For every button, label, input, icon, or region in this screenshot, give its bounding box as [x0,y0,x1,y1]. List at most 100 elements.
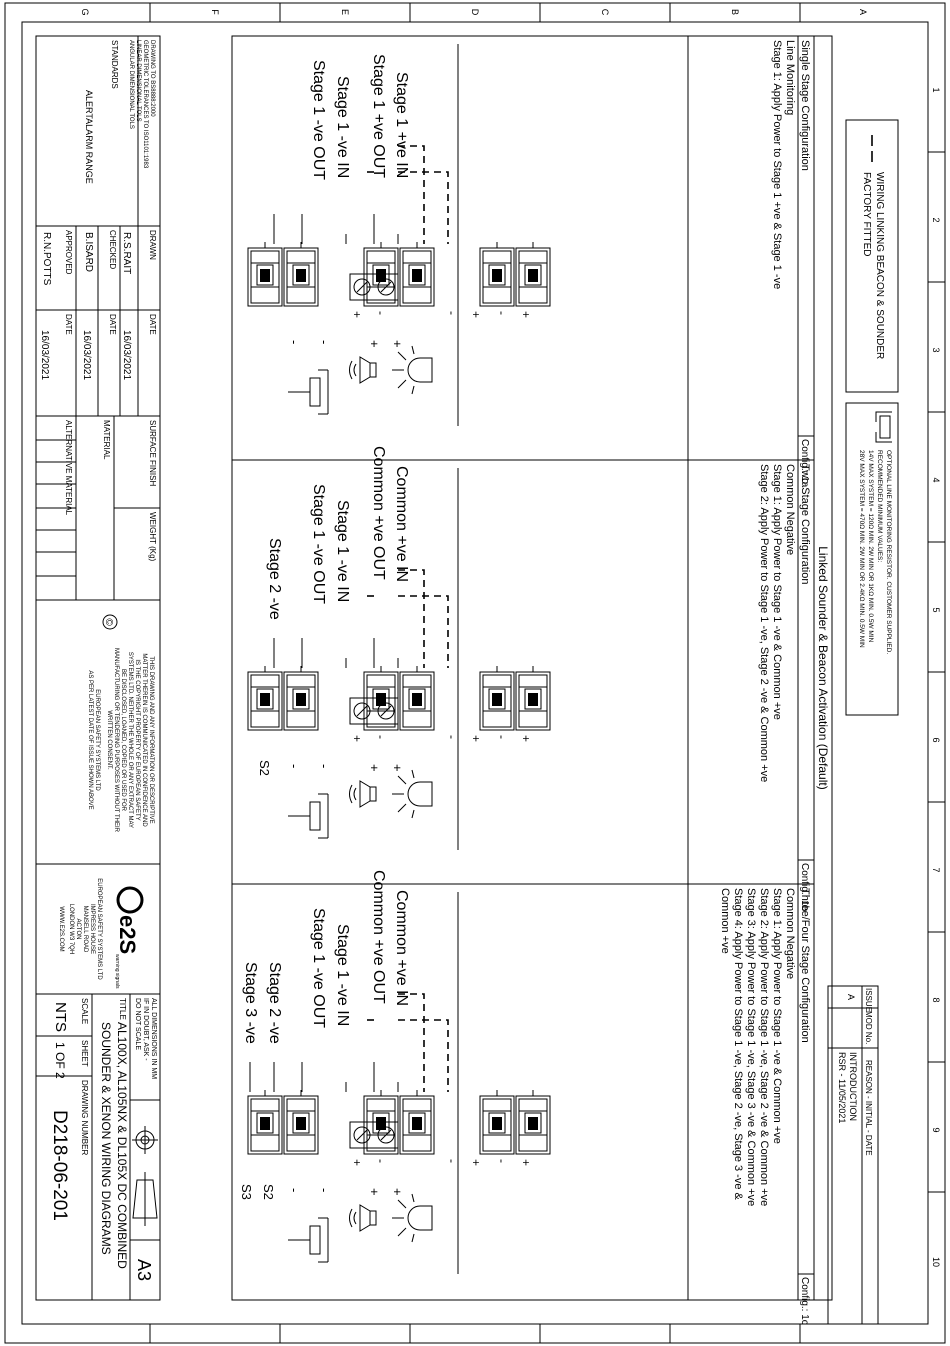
resistor-note-1: OPTIONAL LINE MONITORING RESISTOR. CUSTO… [885,450,892,654]
standards-note-2: GEOMETRIC TOLERANCES TO ISO1101:1983 [142,40,148,169]
p3-label-1: Common +ve IN [393,890,410,1006]
copyright-3: IS THE COPYRIGHT PROPERTY OF EUROPEAN SA… [134,659,140,820]
p3-label-5: Stage 2 -ve [266,962,283,1044]
approved-label: APPROVED [64,230,73,275]
panel-headers: Single Stage Configuration Config.: 1a T… [687,36,814,1325]
material-ticks [36,439,76,577]
column-zone-marks: 1 2 3 4 5 6 7 8 9 10 [928,87,945,1267]
p2-sign-3: - [317,764,332,768]
panel-1-diagram: - + + - + - + + - - Stage 1 +ve IN Stage… [248,44,550,426]
copyright-symbol: © [103,618,114,626]
resistor-icon [287,369,329,415]
p3-label-2: Common +ve OUT [370,870,387,1004]
zone-col-1: 1 [931,87,941,92]
copyright-9: AS PER LATEST DATE OF ISSUE SHOWN ABOVE [87,670,93,809]
address-2: IMPRESS HOUSE [89,904,95,954]
copyright-circle [102,614,118,630]
sign-b1: + [519,311,533,318]
p3-sign-1: + [390,1188,405,1196]
zone-col-4: 4 [931,477,941,482]
zone-row-d: D [470,9,480,16]
p2-stage-tag-s2: S2 [257,760,272,776]
p2-label-5: Stage 2 -ve [266,538,283,620]
p1-sign-1: + [390,340,405,348]
zone-col-2: 2 [931,217,941,222]
rev-initial-date: RSR - 11/05/2021 [837,1052,847,1123]
approved-date-label: DATE [64,314,73,335]
panel-3-diagram: - + + - + - + + - - S2 S3 Common +ve IN … [239,870,550,1274]
beacon-icon [391,345,433,395]
panel-3-subtitle: Common Negative [784,888,796,979]
zone-row-b: B [730,9,740,15]
p1-label-3: Stage 1 -ve IN [334,76,351,178]
panel-1-subtitle: Line Monitoring [784,40,796,115]
drawn-label: DRAWN [148,230,157,260]
standards-note-1: DRAWING TO BS8888:2000 [149,40,155,117]
panel-3-instr-5: Common +ve [719,888,731,954]
resistor-note-3: 14V MAX SYSTEM = 120Ω MIN. 2W MIN OR 1KΩ… [867,450,874,643]
checked-date-label: DATE [108,314,117,335]
revision-table: ISSUE MOD No. REASON - INITIAL - DATE A … [827,985,879,1325]
rev-issue: A [846,994,856,1000]
p1-sign-4: - [287,340,302,344]
p3-label-6: Stage 3 -ve [242,962,259,1044]
panel-3-instr-2: Stage 2: Apply Power to Stage 1 -ve, Sta… [758,888,770,1206]
panel-1-config: Config.: 1a [799,439,810,488]
zone-col-7: 7 [931,867,941,872]
zone-row-c: C [600,9,610,16]
p2-sign-b4: - [445,735,459,739]
scale-value: NTS [52,1002,69,1032]
p3-stage-tag-s2: S2 [261,1184,276,1200]
panel-3-instr-3: Stage 3: Apply Power to Stage 1 -ve, Sta… [745,888,757,1206]
zone-col-5: 5 [931,607,941,612]
legend-link-text: WIRING LINKING BEACON & SOUNDER [874,172,885,359]
standards-note-3: LINEAR DIMENSIONAL TOLS [135,40,141,122]
title-block: DRAWING TO BS8888:2000 GEOMETRIC TOLERAN… [35,35,161,1301]
approved-by: R.N.POTTS [41,232,52,286]
p2-label-1: Common +ve IN [393,466,410,582]
p3-sign-b4: - [445,1159,459,1163]
p3-sign-3: - [317,1188,332,1192]
rev-reason: INTRODUCTION [848,1052,858,1121]
resistor-note-2: RECOMMENDED MINIMUM VALUES: [876,450,883,562]
p1-sign-2: + [367,340,382,348]
zone-col-6: 6 [931,737,941,742]
drawing-number-label: DRAWING NUMBER [80,1080,89,1155]
p2-sign-b1: + [519,735,533,742]
company-logo-text: e2S [115,915,140,954]
panel-3-instr-1: Stage 1: Apply Power to Stage 1 -ve & Co… [771,888,783,1144]
title-line-2: SOUNDER & XENON WIRING DIAGRAMS [99,1022,113,1255]
alt-material-label: ALTERNATIVE MATERIAL [64,420,73,516]
beacon-terminal [480,242,550,306]
p2-label-3: Stage 1 -ve IN [334,500,351,602]
title-line-1: AL100X, AL105NX & DL105X DC COMBINED [115,1022,129,1269]
p3-sign-b3: + [469,1159,483,1166]
copyright-6: MANUFACTURING OR TENDERING PURPOSES WITH… [113,648,119,833]
drawing-number: D218-06-201 [49,1110,70,1221]
screw-plus: + [350,311,364,318]
rev-header-mod: MOD No. [864,1011,873,1044]
p2-label-2: Common +ve OUT [370,446,387,580]
e2s-logo: e2S warning signals [114,886,144,989]
p3-stage-tag-s3: S3 [239,1184,254,1200]
p1-sign-3: - [317,340,332,344]
address-6: WWW.E2S.COM [58,906,64,951]
scale-label: SCALE [80,998,89,1024]
p3-sign-2: + [367,1188,382,1196]
p3-sign-b1: + [519,1159,533,1166]
p2-sign-b3: + [469,735,483,742]
panel-2-diagram: - + + - + - + + - - S2 Common +ve IN Com… [248,446,550,850]
p3-sign-b2: - [495,1159,509,1163]
panel-3-title: Three/Four Stage Configuration [799,888,811,1043]
p3-sign-4: - [287,1188,302,1192]
sign-b4: - [445,311,459,315]
drawn-date: 16/03/2021 [121,330,132,380]
dim-note-1: ALL DIMENSIONS IN MM [150,998,157,1079]
p2-label-4: Stage 1 -ve OUT [310,484,327,604]
p3-label-4: Stage 1 -ve OUT [310,908,327,1028]
p2-sign-1: + [390,764,405,772]
sign-b3: + [469,311,483,318]
outer-frame [4,2,946,1344]
copyright-7: WRITTEN CONSENT. [106,710,112,770]
